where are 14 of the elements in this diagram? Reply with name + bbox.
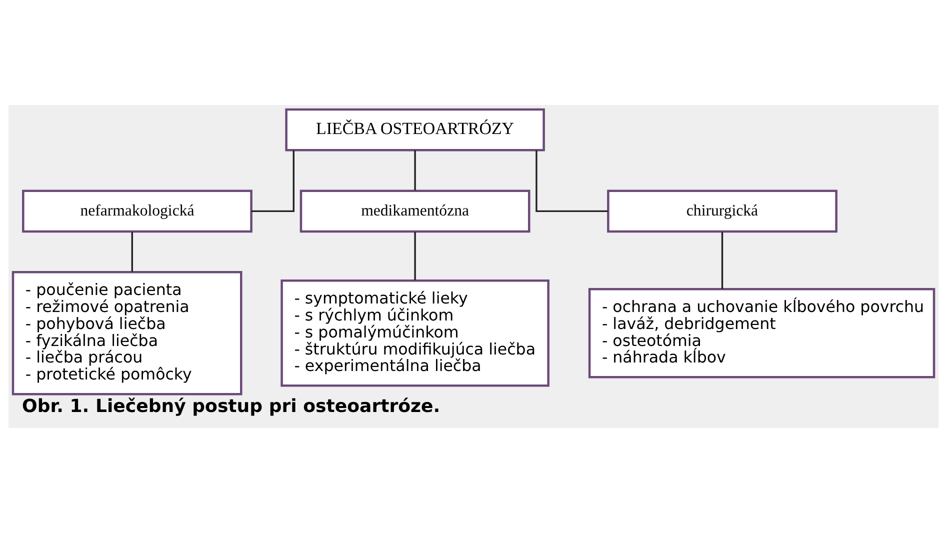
node-box: - poučenie pacienta - režimové opatrenia - pohybová liečba - fyzikálna liečba - liečba prácou - protetické pomôcky <box>12 271 242 396</box>
node-box: nefarmakologická <box>22 190 252 233</box>
connector <box>536 150 608 212</box>
node-box: chirurgická <box>607 190 838 233</box>
node-box: LIEČBA OSTEOARTRÓZY <box>285 108 545 152</box>
node-box: - ochrana a uchovanie kĺbového povrchu - laváž, debridgement - osteotómia - náhrada kĺbov <box>588 288 936 378</box>
connector <box>251 150 294 212</box>
connector <box>414 232 416 280</box>
caption: Obr. 1. Liečebný postup pri osteoartróze. <box>22 396 440 417</box>
connector <box>131 232 133 272</box>
node-box: - symptomatické lieky - s rýchlym účinkom - s pomalýmúčinkom - štruktúru modifikujúca liečba - experimentálna liečba <box>280 279 550 387</box>
connector <box>414 150 416 190</box>
node-box: medikamentózna <box>300 190 530 233</box>
connector <box>721 232 724 290</box>
